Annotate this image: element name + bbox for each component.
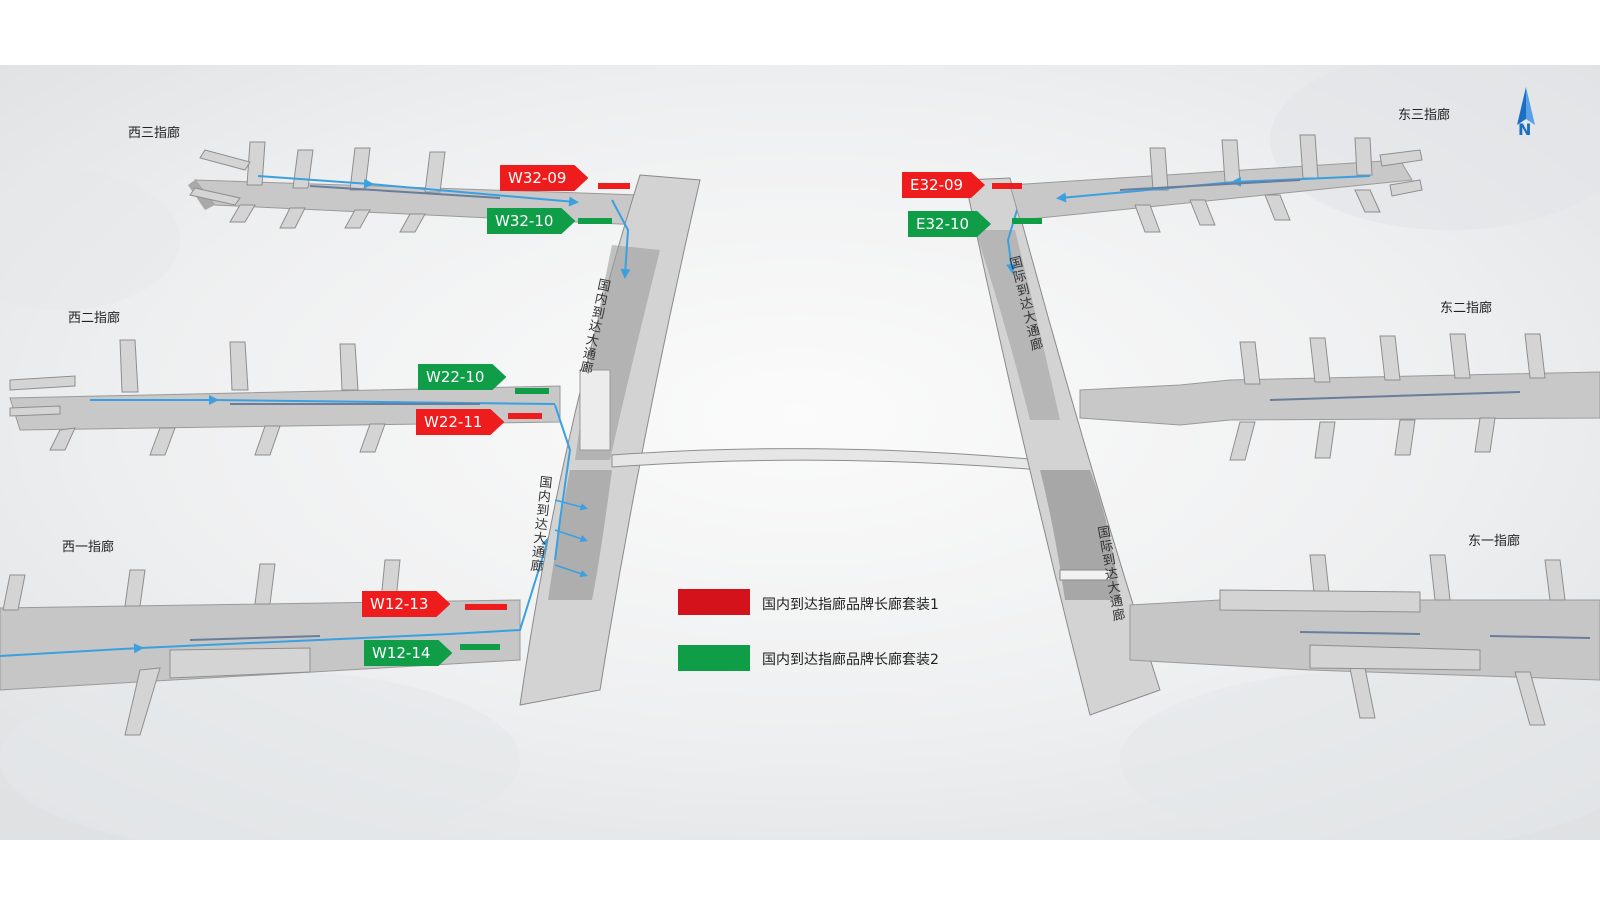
tag-w22-10[interactable]: W22-10 [418, 364, 506, 390]
tag-w22-11[interactable]: W22-11 [416, 409, 504, 435]
tag-e32-10[interactable]: E32-10 [908, 211, 991, 237]
legend-swatch-1 [678, 589, 750, 615]
north-arrow-icon [1517, 87, 1535, 125]
pier-label-west-1: 西一指廊 [62, 540, 115, 555]
pier-label-east-3: 东三指廊 [1398, 108, 1451, 123]
pier-label-west-2: 西二指廊 [68, 311, 121, 326]
pier-east-1 [1129, 554, 1600, 726]
tag-w32-10[interactable]: W32-10 [487, 208, 575, 234]
legend-label-2: 国内到达指廊品牌长廊套装2 [762, 652, 939, 668]
pier-west-1 [0, 536, 551, 736]
pier-label-east-2: 东二指廊 [1440, 301, 1493, 316]
map-stage: 西三指廊 西二指廊 西一指廊 东三指廊 东二指廊 东一指廊 国内到达大通廊 国内… [0, 65, 1600, 840]
pier-label-west-3: 西三指廊 [128, 126, 181, 141]
brand-bars [460, 183, 1042, 650]
pier-label-east-1: 东一指廊 [1468, 534, 1521, 549]
west-main-corridor [519, 174, 701, 706]
tag-w12-13[interactable]: W12-13 [362, 591, 450, 617]
compass-label: N [1518, 120, 1532, 139]
pier-east-3 [1009, 134, 1423, 233]
tag-w12-14[interactable]: W12-14 [364, 640, 452, 666]
east-main-corridor [964, 177, 1161, 716]
legend-swatch-2 [678, 645, 750, 671]
legend-label-1: 国内到达指廊品牌长廊套装1 [762, 597, 939, 613]
terminal-map [0, 65, 1600, 840]
tag-e32-09[interactable]: E32-09 [902, 172, 985, 198]
tag-w32-09[interactable]: W32-09 [500, 165, 588, 191]
pier-east-2 [1079, 333, 1600, 461]
